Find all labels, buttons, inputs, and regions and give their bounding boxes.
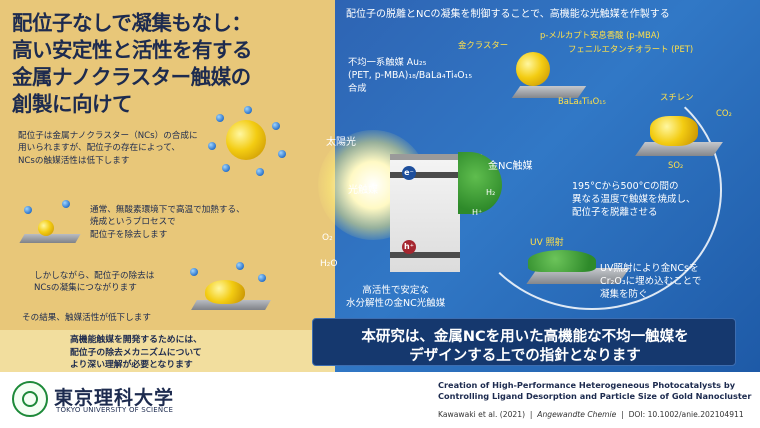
hole-icon: h⁺ — [402, 240, 416, 254]
ligand-dot-icon — [24, 206, 32, 214]
substrate-slab-icon — [19, 234, 81, 243]
text-line: 用いられますが、配位子の存在によって、 — [18, 143, 180, 154]
text-line: Cr₂O₃に埋め込むことで — [600, 276, 702, 287]
ligand-dot-icon — [244, 106, 252, 114]
text-line: UV照射により金NCsを — [600, 263, 699, 274]
text-line: Controlling Ligand Desorption and Partic… — [438, 391, 752, 401]
text-line: しかしながら、配位子の除去は — [34, 271, 155, 281]
text-line: より深い理解が必要となります — [70, 360, 193, 370]
sunlight-label: 太陽光 — [326, 137, 356, 148]
text-line: 高活性で安定な — [362, 285, 429, 296]
ligand-dot-icon — [272, 122, 280, 130]
calcination-text: 通常、無酸素環境下で高温で加熱する、 焼成というプロセスで 配位子を除去します — [90, 204, 245, 241]
ligand-dot-icon — [258, 274, 266, 282]
gold-cluster-icon — [38, 220, 54, 236]
text-line: 高機能触媒を開発するためには、 — [70, 335, 202, 345]
text-line: 水分解性の金NC光触媒 — [346, 298, 446, 309]
text-line: Creation of High-Performance Heterogeneo… — [438, 380, 736, 390]
so2-label: SO₂ — [668, 160, 684, 170]
university-name-jp: 東京理科大学 — [54, 387, 175, 409]
bottom-text: 高機能触媒を開発するためには、 配位子の除去メカニズムについて より深い理解が必… — [70, 334, 202, 372]
flow-arrow-icon — [462, 70, 722, 310]
university-name-en: TOKYO UNIVERSITY OF SCIENCE — [56, 406, 174, 414]
text-line: 焼成というプロセスで — [90, 217, 176, 228]
authors: Kawawaki et al. (2021) — [438, 410, 526, 419]
ligand-intro-text: 配位子は金属ナノクラスター（NCs）の合成に 用いられますが、配位子の存在によっ… — [18, 130, 198, 167]
footer — [0, 372, 760, 428]
citation: Kawawaki et al. (2021) | Angewandte Chem… — [438, 410, 754, 419]
conclusion-line: デザインする上での指針となります — [409, 348, 641, 364]
photocatalyst-label: 光触媒 — [348, 185, 378, 196]
separator: | — [618, 410, 627, 419]
h2o-label: H₂O — [320, 259, 338, 269]
calcination-description: 195°Cから500°Cの間の 異なる温度で触媒を焼成し、 配位子を脱離させる — [572, 180, 696, 219]
styrene-label: スチレン — [660, 92, 694, 102]
ligand-dot-icon — [236, 262, 244, 270]
text-line: 凝集を防ぐ — [600, 289, 648, 300]
text-line: 195°Cから500°Cの間の — [572, 181, 679, 192]
ligand-dot-icon — [222, 164, 230, 172]
separator: | — [527, 410, 535, 419]
photocatalyst-block — [390, 160, 460, 272]
photocatalyst-top — [390, 154, 482, 162]
text-line: 通常、無酸素環境下で高温で加熱する、 — [90, 205, 245, 215]
text-line: (PET, p-MBA)₁₈/BaLa₄Ti₄O₁₅ — [348, 70, 473, 81]
doi: DOI: 10.1002/anie.202104911 — [628, 410, 744, 419]
pmba-label: p-メルカプト安息香酸 (p-MBA) — [540, 30, 660, 40]
text-line: 配位子の除去メカニズムについて — [70, 347, 202, 358]
text-line: 不均一系触媒 Au₂₅ — [348, 57, 427, 68]
title-line: 高い安定性と活性を有する — [12, 38, 253, 62]
main-title: 配位子なしで凝集もなし： 高い安定性と活性を有する 金属ナノクラスター触媒の 創… — [12, 10, 312, 118]
conclusion-box-left: 高機能触媒を開発するためには、 配位子の除去メカニズムについて より深い理解が必… — [0, 330, 335, 372]
title-line: 創製に向けて — [12, 92, 133, 116]
calcined-cluster-icon — [650, 116, 698, 146]
aggregated-cluster-icon — [205, 280, 245, 304]
o2-label: O₂ — [322, 233, 333, 243]
ligand-dot-icon — [216, 114, 224, 122]
conclusion-line: 本研究は、金属NCを用いた高機能な不均一触媒を — [361, 329, 689, 345]
gold-cluster-label: 金クラスター — [458, 40, 509, 50]
aggregation-text: しかしながら、配位子の除去は NCsの凝集につながります — [34, 270, 154, 295]
conclusion-banner: 本研究は、金属NCを用いた高機能な不均一触媒を デザインする上での指針となります — [312, 318, 736, 366]
title-line: 配位子なしで凝集もなし： — [12, 11, 252, 35]
text-line: 配位子を除去します — [90, 229, 168, 240]
text-line: NCsの凝集につながります — [34, 283, 137, 294]
text-line: 配位子を脱離させる — [572, 207, 658, 218]
uv-description: UV照射により金NCsを Cr₂O₃に埋め込むことで 凝集を防ぐ — [600, 262, 701, 301]
pet-label: フェニルエタンチオラート (PET) — [568, 44, 694, 54]
uv-label: UV 照射 — [530, 238, 564, 248]
right-header: 配位子の脱離とNCの凝集を制御することで、高機能な光触媒を作製する — [346, 9, 670, 20]
stable-catalyst-text: 高活性で安定な 水分解性の金NC光触媒 — [346, 284, 445, 310]
text-line: 配位子は金属ナノクラスター（NCs）の合成に — [18, 131, 198, 141]
hplus-label: H⁺ — [472, 208, 483, 217]
ligand-dot-icon — [278, 150, 286, 158]
electron-icon: e⁻ — [402, 166, 416, 180]
cr2o3-coated-cluster-icon — [528, 250, 596, 272]
title-line: 金属ナノクラスター触媒の — [12, 65, 251, 89]
ligand-dot-icon — [208, 142, 216, 150]
activity-decrease-text: その結果、触媒活性が低下します — [22, 313, 151, 323]
ligand-dot-icon — [62, 200, 70, 208]
text-line: 合成 — [348, 83, 367, 94]
ligand-dot-icon — [190, 268, 198, 276]
catalyst-description: 不均一系触媒 Au₂₅ (PET, p-MBA)₁₈/BaLa₄Ti₄O₁₅ 合… — [348, 56, 472, 95]
gold-cluster-icon — [226, 120, 266, 160]
co2-label: CO₂ — [716, 108, 732, 118]
paper-title: Creation of High-Performance Heterogeneo… — [438, 380, 754, 402]
university-seal-icon — [12, 381, 48, 417]
valence-band — [390, 252, 460, 258]
text-line: 異なる温度で触媒を焼成し、 — [572, 194, 696, 205]
journal: Angewandte Chemie — [537, 410, 617, 419]
text-line: NCsの触媒活性は低下します — [18, 155, 130, 166]
nc-catalyst-label: 金NC触媒 — [488, 161, 533, 172]
conduction-band — [390, 172, 460, 178]
ligand-dot-icon — [256, 168, 264, 176]
h2-label: H₂ — [486, 188, 496, 197]
